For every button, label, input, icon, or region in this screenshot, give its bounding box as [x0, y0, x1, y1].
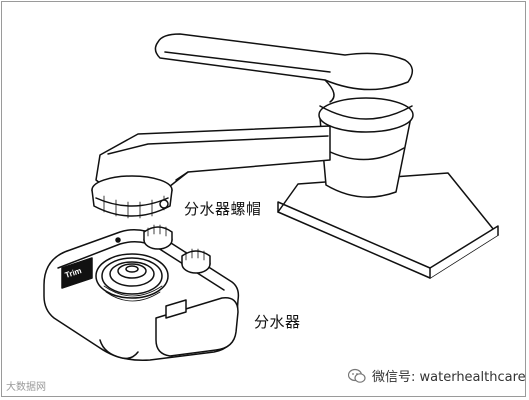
- label-diverter-cap: 分水器螺帽: [184, 200, 262, 218]
- wechat-icon: [348, 368, 366, 383]
- wechat-id-text: 微信号: waterhealthcare: [372, 370, 526, 385]
- diverter-cap: [91, 175, 173, 219]
- diverter-device: Trim: [43, 224, 240, 361]
- faucet-handle: [154, 33, 414, 103]
- wechat-watermark: 微信号: waterhealthcare: [348, 366, 526, 385]
- left-watermark: 大数据网: [6, 382, 46, 393]
- faucet-body: [318, 97, 414, 198]
- label-diverter: 分水器: [254, 313, 301, 331]
- faucet-base-plate: [277, 172, 499, 279]
